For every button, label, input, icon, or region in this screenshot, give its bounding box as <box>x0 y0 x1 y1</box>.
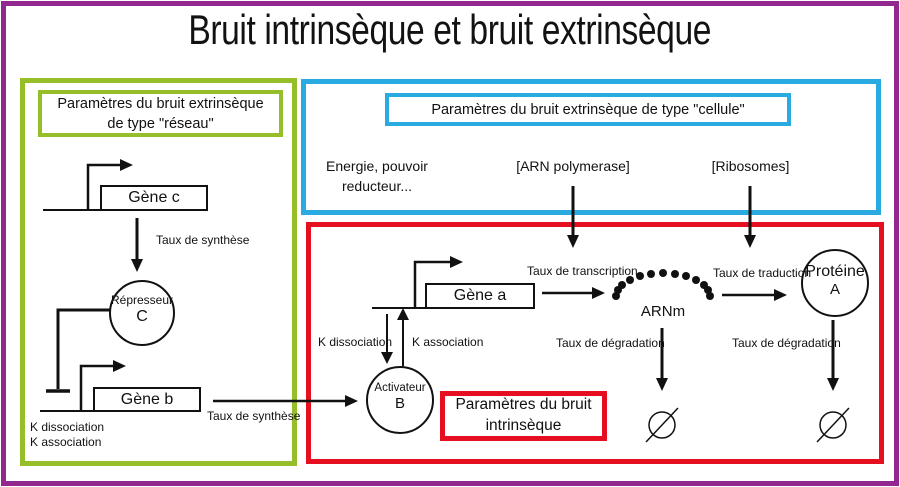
activator-circle <box>366 366 434 434</box>
intrinsic-noise-panel <box>306 222 884 464</box>
k-dissociation-b-label: K dissociation <box>30 420 105 434</box>
energy-label: Energie, pouvoir reducteur... <box>312 156 442 197</box>
synthesis-rate-c-label: Taux de synthèse <box>156 233 250 247</box>
transcription-arrow <box>542 287 605 299</box>
activator-label: Activateur B <box>365 382 435 412</box>
gene-c-promoter-arrow <box>86 159 133 210</box>
repressor-label-line2: C <box>136 307 148 325</box>
intrinsic-panel-label-line2: intrinsèque <box>485 417 562 434</box>
protein-degradation-rate-label: Taux de dégradation <box>732 336 841 350</box>
synthesis-rate-b-label: Taux de synthèse <box>207 409 301 423</box>
null-symbol-protein <box>816 407 850 443</box>
page-title: Bruit intrinsèque et bruit extrinsèque <box>0 6 900 54</box>
k-association-arrow-a <box>397 308 409 366</box>
gene-b-box: Gène b <box>93 387 201 412</box>
network-panel-label: Paramètres du bruit extrinsèque de type … <box>38 90 283 137</box>
gene-a-promoter-arrow <box>413 256 463 308</box>
k-association-b-label: K association <box>30 435 102 449</box>
k-dissociation-arrow-a <box>381 314 393 364</box>
geneb-to-activator-arrow <box>213 395 358 407</box>
k-association-a-label: K association <box>412 335 484 349</box>
network-panel-label-line2: de type "réseau" <box>107 115 214 132</box>
gene-b-promoter-arrow <box>79 360 126 411</box>
mrna-bead-chain <box>612 269 714 300</box>
gene-b-label: Gène b <box>120 390 174 408</box>
k-dissociation-a-label: K dissociation <box>318 335 393 349</box>
activator-label-line2: B <box>394 395 405 413</box>
repressor-circle <box>109 280 175 346</box>
intrinsic-panel-label-line1: Paramètres du bruit <box>455 396 592 414</box>
activator-label-line1: Activateur <box>374 382 426 394</box>
translation-rate-label: Taux de traduction <box>713 266 812 280</box>
gene-c-label: Gène c <box>128 189 180 206</box>
repressor-label: Répresseur C <box>102 293 182 326</box>
synthesis-arrow-c <box>131 218 143 272</box>
mrna-degradation-arrow <box>656 328 668 391</box>
protein-degradation-arrow <box>827 320 839 391</box>
mrna-degradation-rate-label: Taux de dégradation <box>556 336 665 350</box>
mrna-label: ARNm <box>640 303 686 320</box>
cell-panel-label-text: Paramètres du bruit extrinsèque de type … <box>431 101 745 118</box>
ribosomes-arrow <box>744 186 756 248</box>
network-panel-label-line1: Paramètres du bruit extrinsèque <box>57 95 264 112</box>
repression-link <box>46 308 111 393</box>
gene-a-label: Gène a <box>453 287 507 304</box>
gene-a-box: Gène a <box>425 283 535 309</box>
protein-label-line1: Protéine <box>805 263 865 280</box>
protein-circle <box>801 249 869 317</box>
protein-label: Protéine A <box>800 263 870 299</box>
cell-noise-panel <box>301 79 881 215</box>
cell-panel-label: Paramètres du bruit extrinsèque de type … <box>385 93 791 126</box>
energy-label-line1: Energie, pouvoir <box>326 158 428 174</box>
gene-c-box: Gène c <box>100 185 208 211</box>
rna-polymerase-label: [ARN polymerase] <box>516 158 630 174</box>
repressor-label-line1: Répresseur <box>110 293 174 307</box>
intrinsic-panel-label: Paramètres du bruit intrinsèque <box>440 391 607 441</box>
energy-label-line2: reducteur... <box>341 178 413 195</box>
rna-polymerase-arrow <box>567 186 579 248</box>
ribosomes-label: [Ribosomes] <box>711 158 790 174</box>
translation-arrow <box>722 289 787 301</box>
transcription-rate-label: Taux de transcription <box>527 264 638 278</box>
page-title-text: Bruit intrinsèque et bruit extrinsèque <box>188 6 712 53</box>
null-symbol-mrna <box>645 407 679 443</box>
protein-label-line2: A <box>829 281 840 299</box>
network-noise-panel <box>20 78 297 466</box>
